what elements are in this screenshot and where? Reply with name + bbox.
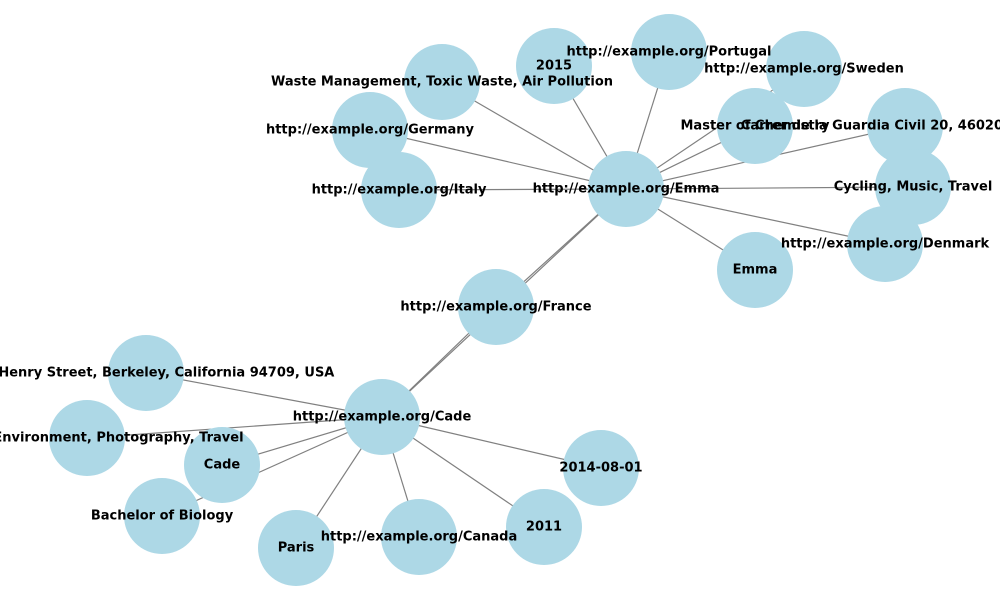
edge-emma_uri-emma_interests: [625, 186, 914, 190]
edge-cade_uri-cade_addr: [145, 372, 383, 418]
node-label-y2015: 2015: [536, 59, 572, 74]
node-portugal[interactable]: [631, 14, 707, 90]
node-denmark[interactable]: [847, 206, 923, 282]
graph-nodes: [49, 14, 951, 586]
node-label-y2011: 2011: [526, 520, 562, 535]
node-paris[interactable]: [258, 510, 334, 586]
node-france[interactable]: [458, 269, 534, 345]
node-label-waste: Waste Management, Toxic Waste, Air Pollu…: [271, 75, 613, 90]
node-label-emma_addr: Carrer de la Guardia Civil 20, 46020 Val…: [741, 119, 1000, 134]
node-cade_interests[interactable]: [49, 400, 125, 476]
node-y2015[interactable]: [516, 28, 592, 104]
node-italy[interactable]: [361, 152, 437, 228]
node-canada[interactable]: [381, 499, 457, 575]
node-label-emma_interests: Cycling, Music, Travel: [834, 180, 993, 195]
node-sweden[interactable]: [766, 31, 842, 107]
node-label-denmark: http://example.org/Denmark: [781, 237, 990, 252]
node-label-emma_uri: http://example.org/Emma: [533, 182, 720, 197]
node-germany[interactable]: [332, 92, 408, 168]
edge-cade_uri-bachelor: [161, 416, 383, 517]
node-label-bachelor: Bachelor of Biology: [91, 509, 234, 524]
node-label-italy: http://example.org/Italy: [312, 183, 487, 198]
node-label-cade_name: Cade: [204, 458, 241, 473]
node-emma_addr[interactable]: [867, 88, 943, 164]
node-cade_addr[interactable]: [108, 335, 184, 411]
node-emma_name[interactable]: [717, 232, 793, 308]
edge-emma_uri-germany: [369, 129, 627, 190]
node-cade_name[interactable]: [184, 427, 260, 503]
node-label-paris: Paris: [278, 541, 315, 556]
node-waste[interactable]: [404, 44, 480, 120]
node-label-germany: http://example.org/Germany: [266, 123, 475, 138]
node-label-portugal: http://example.org/Portugal: [567, 45, 772, 60]
graph-labels: http://example.org/Emma http://example.or…: [0, 45, 1000, 556]
node-label-cade_uri: http://example.org/Cade: [293, 410, 472, 425]
node-y2011[interactable]: [506, 489, 582, 565]
node-masters[interactable]: [717, 88, 793, 164]
node-label-france: http://example.org/France: [400, 300, 591, 315]
node-label-sweden: http://example.org/Sweden: [704, 62, 904, 77]
node-emma_interests[interactable]: [875, 149, 951, 225]
node-label-cade_interests: Biology, Environment, Photography, Trave…: [0, 431, 244, 446]
node-date[interactable]: [563, 430, 639, 506]
node-label-emma_name: Emma: [733, 263, 778, 278]
node-label-masters: Master of Chemistry: [681, 119, 831, 134]
node-label-cade_addr: 1234 Henry Street, Berkeley, California …: [0, 366, 334, 381]
edge-cade_uri-cade_interests: [86, 416, 383, 439]
node-emma_uri[interactable]: [588, 151, 664, 227]
node-label-canada: http://example.org/Canada: [321, 530, 518, 545]
node-bachelor[interactable]: [124, 478, 200, 554]
node-cade_uri[interactable]: [344, 379, 420, 455]
node-label-date: 2014-08-01: [559, 461, 642, 476]
edge-emma_uri-denmark: [625, 188, 886, 245]
